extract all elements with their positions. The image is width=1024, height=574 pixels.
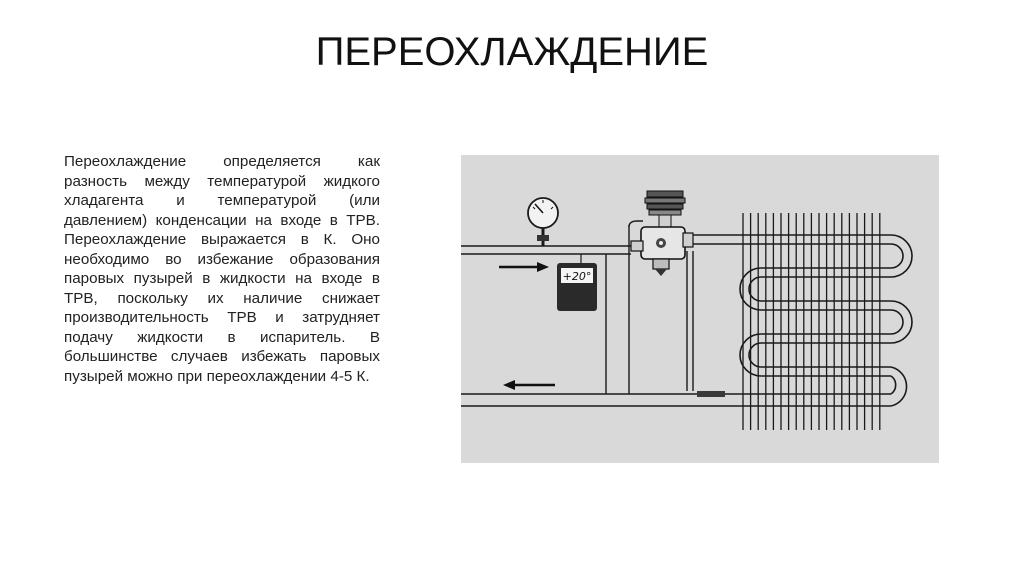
thermometer-reading: +20° [563,270,592,283]
flow-arrow-left [503,380,555,390]
digital-thermometer-icon: +20° [557,254,597,311]
slide-paragraph: Переохлаждение определяется как разность… [64,153,380,385]
expansion-valve-icon [605,190,725,397]
evaporator-coil-icon [739,213,913,430]
pressure-gauge-icon [527,197,559,246]
refrigeration-diagram: +20° [461,155,939,463]
flow-arrow-right [499,262,549,272]
diagram-svg: +20° [461,155,939,463]
slide-title: ПЕРЕОХЛАЖДЕНИЕ [315,30,709,74]
suction-line-pipe [461,393,739,407]
